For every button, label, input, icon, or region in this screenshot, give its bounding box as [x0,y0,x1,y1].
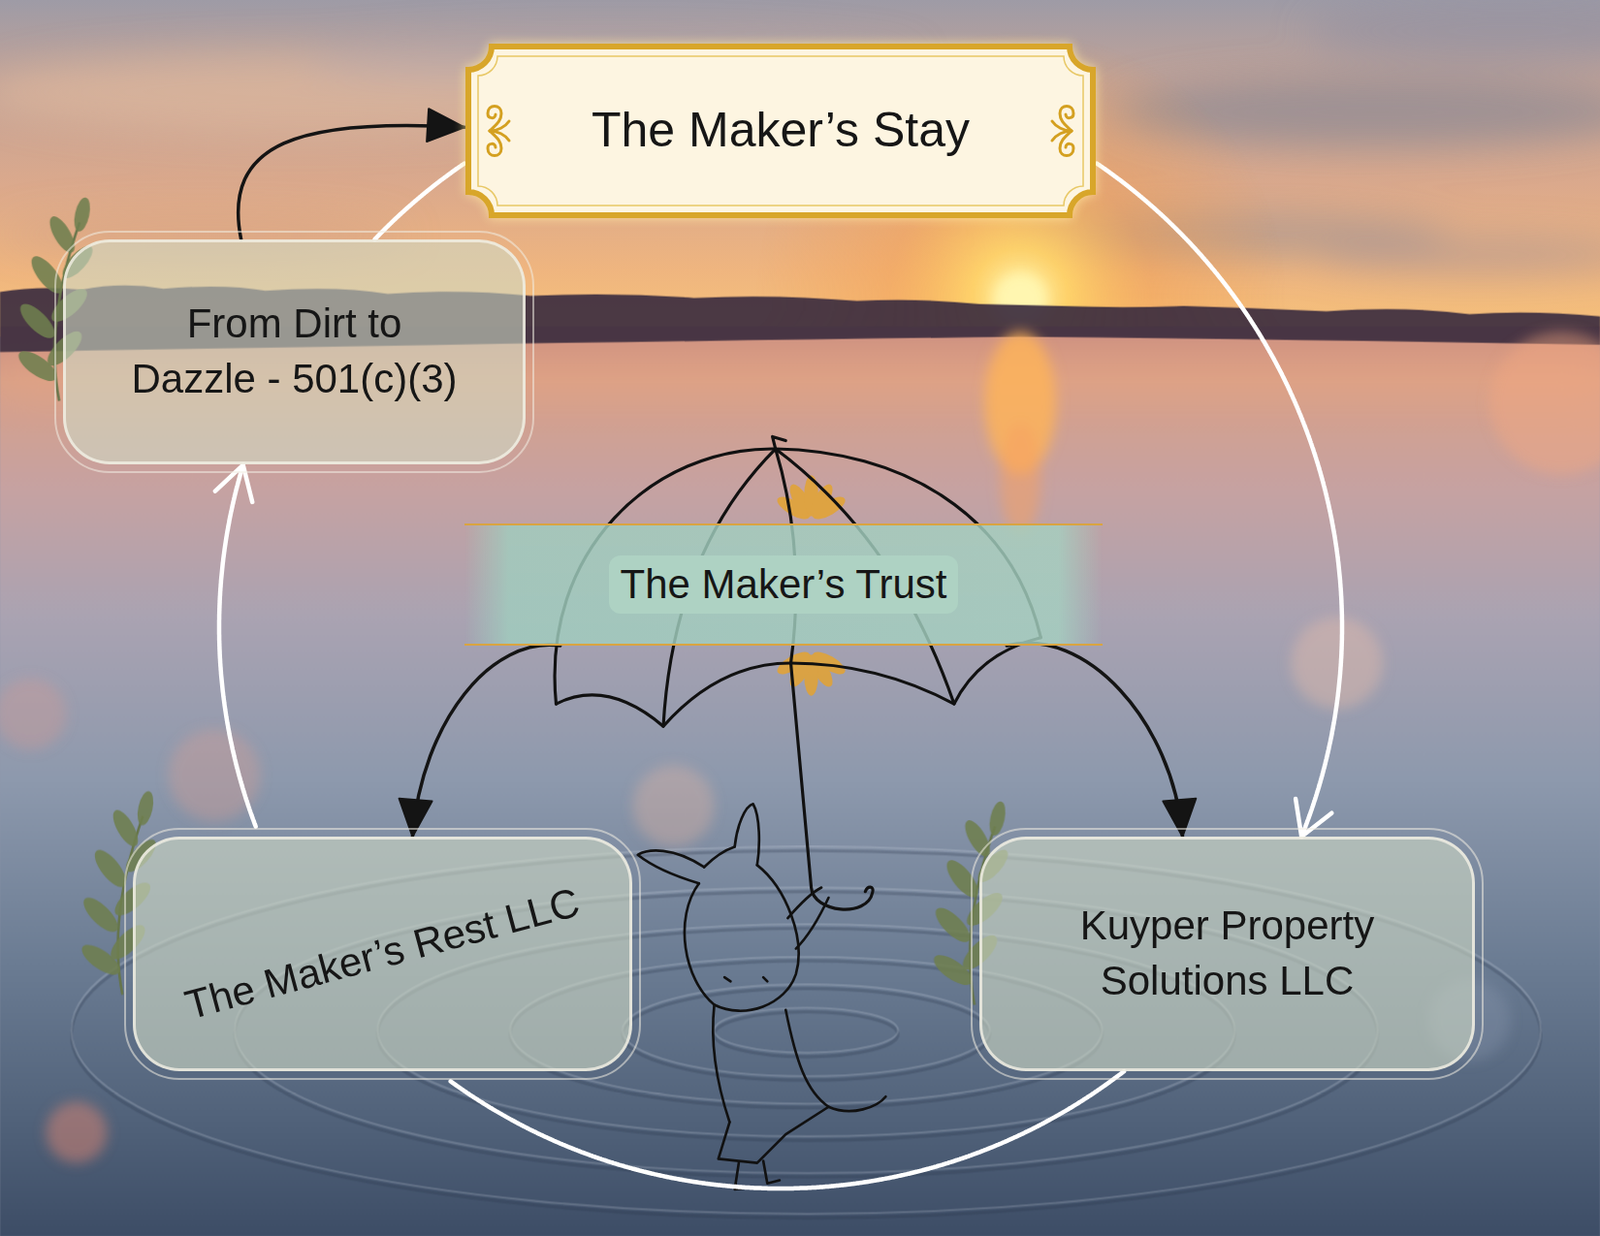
arrowhead [1295,799,1332,837]
scroll-ornament [487,106,510,157]
ripples [622,984,991,1077]
node-label: The Maker’s Trust [608,555,960,615]
sun-reflection [999,423,1041,537]
bunny-sketch [763,1161,780,1184]
bokeh [0,678,66,751]
connector-line [374,163,464,240]
cartouche-inner-line [478,56,1084,206]
scroll-ornament [1052,106,1074,157]
connector-line [238,125,465,240]
clouds [1306,0,1600,62]
connector [374,163,464,240]
bunny-sketch [785,1010,886,1112]
connector [1096,163,1343,837]
arrowhead [1162,799,1196,837]
bunny-sketch [735,803,760,865]
nonprofit-box: From Dirt to Dazzle - 501(c)(3) [63,239,526,465]
scroll-ornament [1052,121,1072,141]
connector [215,465,1124,1189]
connector-line [219,465,1124,1189]
bunny-sketch [763,977,768,982]
cartouche-border [468,46,1093,216]
llc-box: The Maker’s Rest LLC [132,836,633,1072]
bunny-sketch [724,977,731,982]
bunny-sketch [704,846,736,867]
bunny-sketch [712,1005,730,1123]
connector [399,644,561,837]
connector-line [1006,642,1183,837]
title-cartouche: The Maker’s Stay [464,42,1097,220]
ripples [622,989,991,1082]
bokeh [168,729,261,822]
connector-line [412,644,560,837]
bunny-sketch [787,888,822,920]
umbrella-sketch [772,436,787,449]
scroll-ornament [489,121,510,141]
llc-box: Kuyper Property Solutions LLC [979,836,1475,1072]
bunny-sketch [684,864,800,1011]
ripples [714,1008,898,1054]
bokeh [632,765,714,847]
umbrella-sketch [791,663,874,910]
umbrella-sketch [556,638,1042,728]
arrowhead [215,465,253,503]
connector-line [1096,163,1343,837]
node-label: Kuyper Property Solutions LLC [1067,898,1388,1009]
connector [238,108,465,240]
connector [1006,642,1196,837]
scroll-ornament [1059,130,1074,157]
arrowhead [399,799,433,837]
ripples [714,1012,898,1057]
sun-reflection [984,331,1056,536]
scroll-ornament [487,106,502,132]
node-label: From Dirt to Dazzle - 501(c)(3) [125,296,465,407]
scroll-ornament [1059,106,1074,132]
bokeh [1489,331,1600,475]
node-label: The Maker’s Stay [591,97,970,164]
trust-band: The Maker’s Trust [464,523,1103,646]
bunny-sketch [718,1107,830,1164]
bunny-sketch [796,897,830,950]
arrowhead [426,108,465,142]
bunny-sketch [638,803,887,1190]
bokeh [45,1101,107,1163]
node-label: The Maker’s Rest LLC [179,874,586,1033]
scroll-ornament [487,130,502,157]
clouds [1315,236,1600,274]
umbrella-sketch [554,436,1041,910]
bunny-sketch [638,850,704,884]
